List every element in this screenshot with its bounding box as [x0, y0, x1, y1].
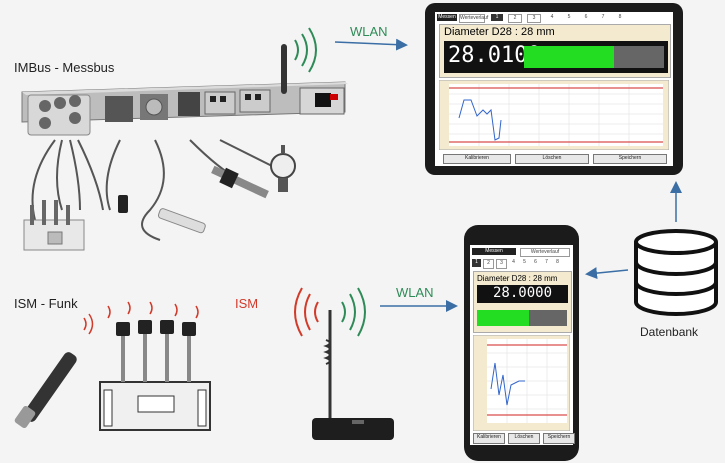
wlan-top-label: WLAN: [350, 24, 388, 39]
datenbank-label: Datenbank: [640, 325, 699, 339]
imbus-antenna: [281, 44, 287, 94]
phone-trend-chart: [473, 335, 570, 431]
tablet-page-8[interactable]: 8: [618, 14, 622, 20]
tablet-value-display: 28.0100: [444, 41, 668, 73]
phone-page-7[interactable]: 7: [545, 259, 548, 265]
tablet-trend-chart: [439, 80, 669, 150]
database-icon: [634, 229, 718, 316]
phone-value-display: 28.0000: [477, 285, 568, 303]
phone-green-bar: [477, 310, 529, 326]
tablet-page-5[interactable]: 5: [567, 14, 571, 20]
tablet-measure-title: Diameter D28 : 28 mm: [444, 26, 555, 38]
tablet-kalibrieren-button[interactable]: Kalibrieren: [443, 154, 511, 164]
phone-kalibrieren-button[interactable]: Kalibrieren: [473, 433, 505, 444]
phone-page-6[interactable]: 6: [534, 259, 537, 265]
imbus-hardware-illustration: [21, 27, 348, 251]
wlan-waves-icon: [294, 27, 317, 73]
ism-waves-icon: [83, 301, 199, 335]
wlan-waves-right-icon: [341, 287, 366, 337]
tablet-page-4[interactable]: 4: [550, 14, 554, 20]
tablet-measure-panel: Diameter D28 : 28 mm 28.0100: [439, 24, 671, 78]
measuring-fixture: [23, 200, 85, 251]
phone-trend-line: [490, 362, 525, 406]
imbus-rail: [21, 81, 348, 136]
tablet-grey-bar: [614, 46, 664, 68]
imbus-label: IMBus - Messbus: [14, 60, 115, 75]
caliper-icon: [211, 165, 269, 199]
tablet-page-1[interactable]: 1: [491, 14, 503, 21]
phone-page-5[interactable]: 5: [523, 259, 526, 265]
tablet-page-7[interactable]: 7: [601, 14, 605, 20]
phone-tab-werteverlauf[interactable]: Werteverlauf: [520, 248, 570, 257]
phone-speichern-button[interactable]: Speichern: [543, 433, 575, 444]
phone-measure-panel: Diameter D28 : 28 mm 28.0000: [473, 271, 572, 333]
ism-hardware-illustration: [14, 287, 394, 440]
arrow-db-to-phone: [585, 267, 629, 280]
phone-measure-title: Diameter D28 : 28 mm: [477, 274, 558, 283]
phone-page-1[interactable]: 1: [472, 259, 481, 267]
phone-page-2[interactable]: 2: [483, 259, 494, 269]
tablet-loeschen-button[interactable]: Löschen: [515, 154, 589, 164]
phone-screen: Messen Werteverlauf 1 2 3 4 5 6 7 8 Diam…: [470, 245, 575, 445]
wireless-probe: [14, 352, 77, 429]
phone-value: 28.0000: [493, 285, 553, 301]
phone-device: Messen Werteverlauf 1 2 3 4 5 6 7 8 Diam…: [464, 225, 579, 461]
wireless-fixture: [99, 320, 211, 431]
wlan-bottom-label: WLAN: [396, 285, 434, 300]
tablet-screen: Messen Werteverlauf 1 2 3 4 5 6 7 8 Diam…: [435, 12, 673, 166]
tablet-tab-messen[interactable]: Messen: [437, 14, 457, 21]
phone-grey-bar: [529, 310, 567, 326]
phone-loeschen-button[interactable]: Löschen: [508, 433, 540, 444]
phone-page-8[interactable]: 8: [556, 259, 559, 265]
ism-funk-label: ISM - Funk: [14, 296, 78, 311]
probe-small: [118, 195, 128, 213]
arrow-to-tablet: [334, 38, 408, 51]
ism-receiver-icon: [312, 310, 394, 440]
phone-tab-messen[interactable]: Messen: [472, 248, 516, 255]
tablet-page-3[interactable]: 3: [527, 14, 541, 23]
tablet-speichern-button[interactable]: Speichern: [593, 154, 667, 164]
sensor-cables: [31, 139, 281, 241]
tablet-green-bar: [524, 46, 614, 68]
phone-page-3[interactable]: 3: [496, 259, 507, 269]
tablet-trend-line: [458, 99, 502, 141]
tablet-tab-werteverlauf[interactable]: Werteverlauf: [459, 14, 489, 23]
phone-page-4[interactable]: 4: [512, 259, 515, 265]
ism-label: ISM: [235, 296, 259, 311]
probe-pen: [157, 208, 206, 234]
tablet-page-6[interactable]: 6: [584, 14, 588, 20]
tablet-device: Messen Werteverlauf 1 2 3 4 5 6 7 8 Diam…: [425, 3, 683, 175]
tablet-page-2[interactable]: 2: [508, 14, 522, 23]
ism-waves-left-icon: [294, 287, 319, 337]
dial-gauge-icon: [270, 145, 296, 192]
